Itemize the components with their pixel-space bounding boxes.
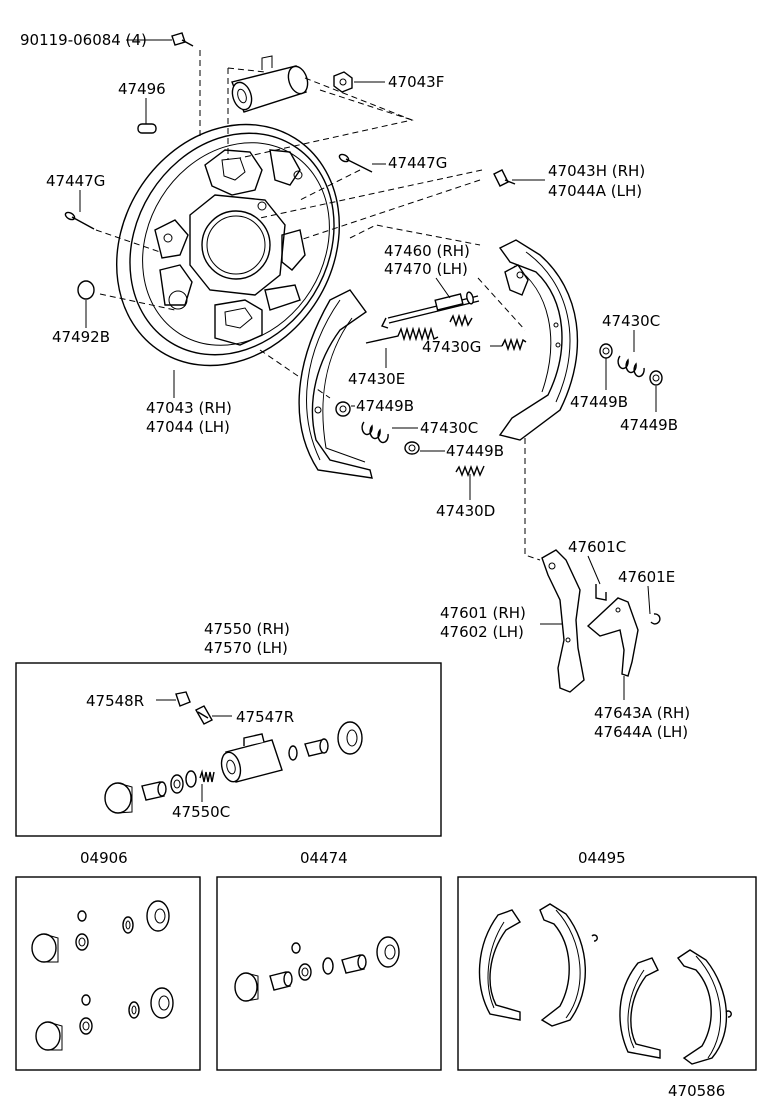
spring-47430C-right <box>617 355 645 378</box>
kit-04906-box <box>15 876 201 1071</box>
label-47470: 47470 (LH) <box>384 260 468 278</box>
label-47044: 47044 (LH) <box>146 418 230 436</box>
parking-brake-lever-47601 <box>541 549 585 693</box>
cup-47449B-right1 <box>599 343 613 359</box>
label-47550: 47550 (RH) <box>204 620 290 638</box>
label-47644A: 47644A (LH) <box>594 723 688 741</box>
kit-04906-parts <box>31 900 174 1051</box>
spring-47430D <box>455 465 485 477</box>
label-47449B-low: 47449B <box>446 442 504 460</box>
label-47643A: 47643A (RH) <box>594 704 690 722</box>
bleeder-screw-47547R <box>195 705 213 725</box>
part-labels: 90119-06084 (4) 47496 47043F 47447G 4744… <box>20 31 725 1100</box>
bolt-47447G-left <box>64 211 95 230</box>
label-47449B-mid: 47449B <box>356 397 414 415</box>
screw-90119 <box>171 32 194 47</box>
drawing-number: 470586 <box>668 1082 725 1100</box>
label-47447G-left: 47447G <box>46 172 105 190</box>
cup-47449B-low <box>404 441 420 455</box>
label-47548R: 47548R <box>86 692 144 710</box>
label-47447G-right: 47447G <box>388 154 447 172</box>
label-47601C: 47601C <box>568 538 626 556</box>
label-47570: 47570 (LH) <box>204 639 288 657</box>
brake-shoe-right <box>498 239 579 441</box>
label-47043: 47043 (RH) <box>146 399 232 417</box>
label-47044A: 47044A (LH) <box>548 182 642 200</box>
label-47550C: 47550C <box>172 803 230 821</box>
wheel-cylinder-box <box>15 662 442 837</box>
label-90119: 90119-06084 (4) <box>20 31 147 49</box>
label-47496: 47496 <box>118 80 166 98</box>
label-47043H: 47043H (RH) <box>548 162 645 180</box>
kit-04495-parts <box>478 903 732 1065</box>
adjuster-rod-47460 <box>381 291 480 329</box>
label-47449B-right1: 47449B <box>570 393 628 411</box>
leader-lines <box>79 39 657 802</box>
spring-47430E <box>365 326 439 344</box>
label-47043F: 47043F <box>388 73 444 91</box>
wheel-cylinder-assembly <box>104 721 363 814</box>
nut-47043F <box>333 71 353 93</box>
label-47460: 47460 (RH) <box>384 242 470 260</box>
kit-04495-box <box>457 876 757 1071</box>
label-47602: 47602 (LH) <box>440 623 524 641</box>
label-47601E: 47601E <box>618 568 675 586</box>
label-47430E: 47430E <box>348 370 405 388</box>
spring-47430-upper <box>449 313 473 328</box>
bleeder-plug-47548R <box>175 691 191 707</box>
label-04495: 04495 <box>578 849 626 867</box>
cup-47449B-mid <box>335 401 351 417</box>
plug-47492B <box>77 280 95 300</box>
label-47430C-mid: 47430C <box>420 419 478 437</box>
clip-47601C <box>595 584 607 601</box>
label-47547R: 47547R <box>236 708 294 726</box>
backing-plate <box>116 123 340 367</box>
clip-47601E <box>650 613 661 625</box>
kit-04474-parts <box>234 936 400 1002</box>
label-47601: 47601 (RH) <box>440 604 526 622</box>
label-04474: 04474 <box>300 849 348 867</box>
bolt-47447G-right <box>338 153 373 173</box>
cup-47449B-right2 <box>649 370 663 386</box>
label-47492B: 47492B <box>52 328 110 346</box>
label-47449B-right2: 47449B <box>620 416 678 434</box>
label-47430D: 47430D <box>436 502 495 520</box>
label-04906: 04906 <box>80 849 128 867</box>
spring-47430C-mid <box>361 421 389 444</box>
kit-04474-box <box>216 876 442 1071</box>
adjusting-lever-47643A <box>586 597 639 677</box>
bolt-47043H <box>493 169 516 187</box>
plug-47496 <box>137 123 157 134</box>
label-47430G: 47430G <box>422 338 481 356</box>
spring-47430G <box>501 337 527 352</box>
label-47430C-right: 47430C <box>602 312 660 330</box>
wheel-cylinder-top <box>231 55 309 113</box>
brake-shoe-left <box>298 289 373 479</box>
